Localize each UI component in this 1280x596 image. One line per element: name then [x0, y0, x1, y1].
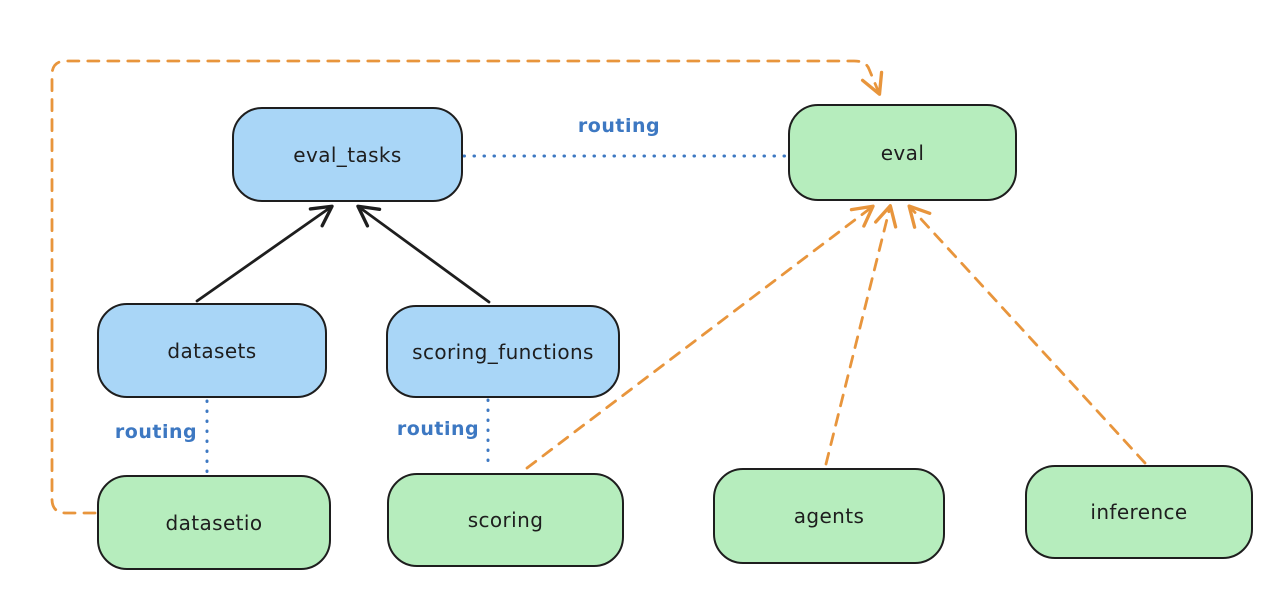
node-eval: eval [788, 104, 1017, 201]
node-inference: inference [1025, 465, 1253, 559]
node-eval-tasks: eval_tasks [232, 107, 463, 202]
node-datasets: datasets [97, 303, 327, 398]
edge-label-routing-eval-tasks-eval: routing [577, 115, 661, 137]
node-agents-label: agents [793, 504, 865, 528]
node-eval-label: eval [880, 140, 925, 165]
edge-datasets-to-eval-tasks [195, 204, 334, 303]
edge-inference-to-eval [907, 204, 1147, 465]
node-datasetio-label: datasetio [165, 510, 263, 535]
edge-label-routing-scoring-functions-scoring: routing [396, 418, 480, 440]
node-scoring-functions-label: scoring_functions [412, 339, 594, 364]
node-inference-label: inference [1090, 500, 1188, 524]
node-eval-tasks-label: eval_tasks [293, 142, 402, 167]
node-scoring-functions: scoring_functions [386, 305, 620, 398]
node-datasets-label: datasets [167, 338, 257, 363]
edge-label-routing-datasets-datasetio: routing [114, 421, 198, 443]
node-scoring-label: scoring [467, 508, 544, 532]
edge-scoring-functions-to-eval-tasks [356, 204, 491, 304]
edge-agents-to-eval [824, 204, 898, 466]
edge-scoring-to-eval [525, 204, 875, 470]
node-datasetio: datasetio [97, 475, 331, 570]
edge-datasetio-to-eval [50, 59, 884, 515]
node-agents: agents [713, 468, 945, 564]
node-scoring: scoring [387, 473, 624, 567]
